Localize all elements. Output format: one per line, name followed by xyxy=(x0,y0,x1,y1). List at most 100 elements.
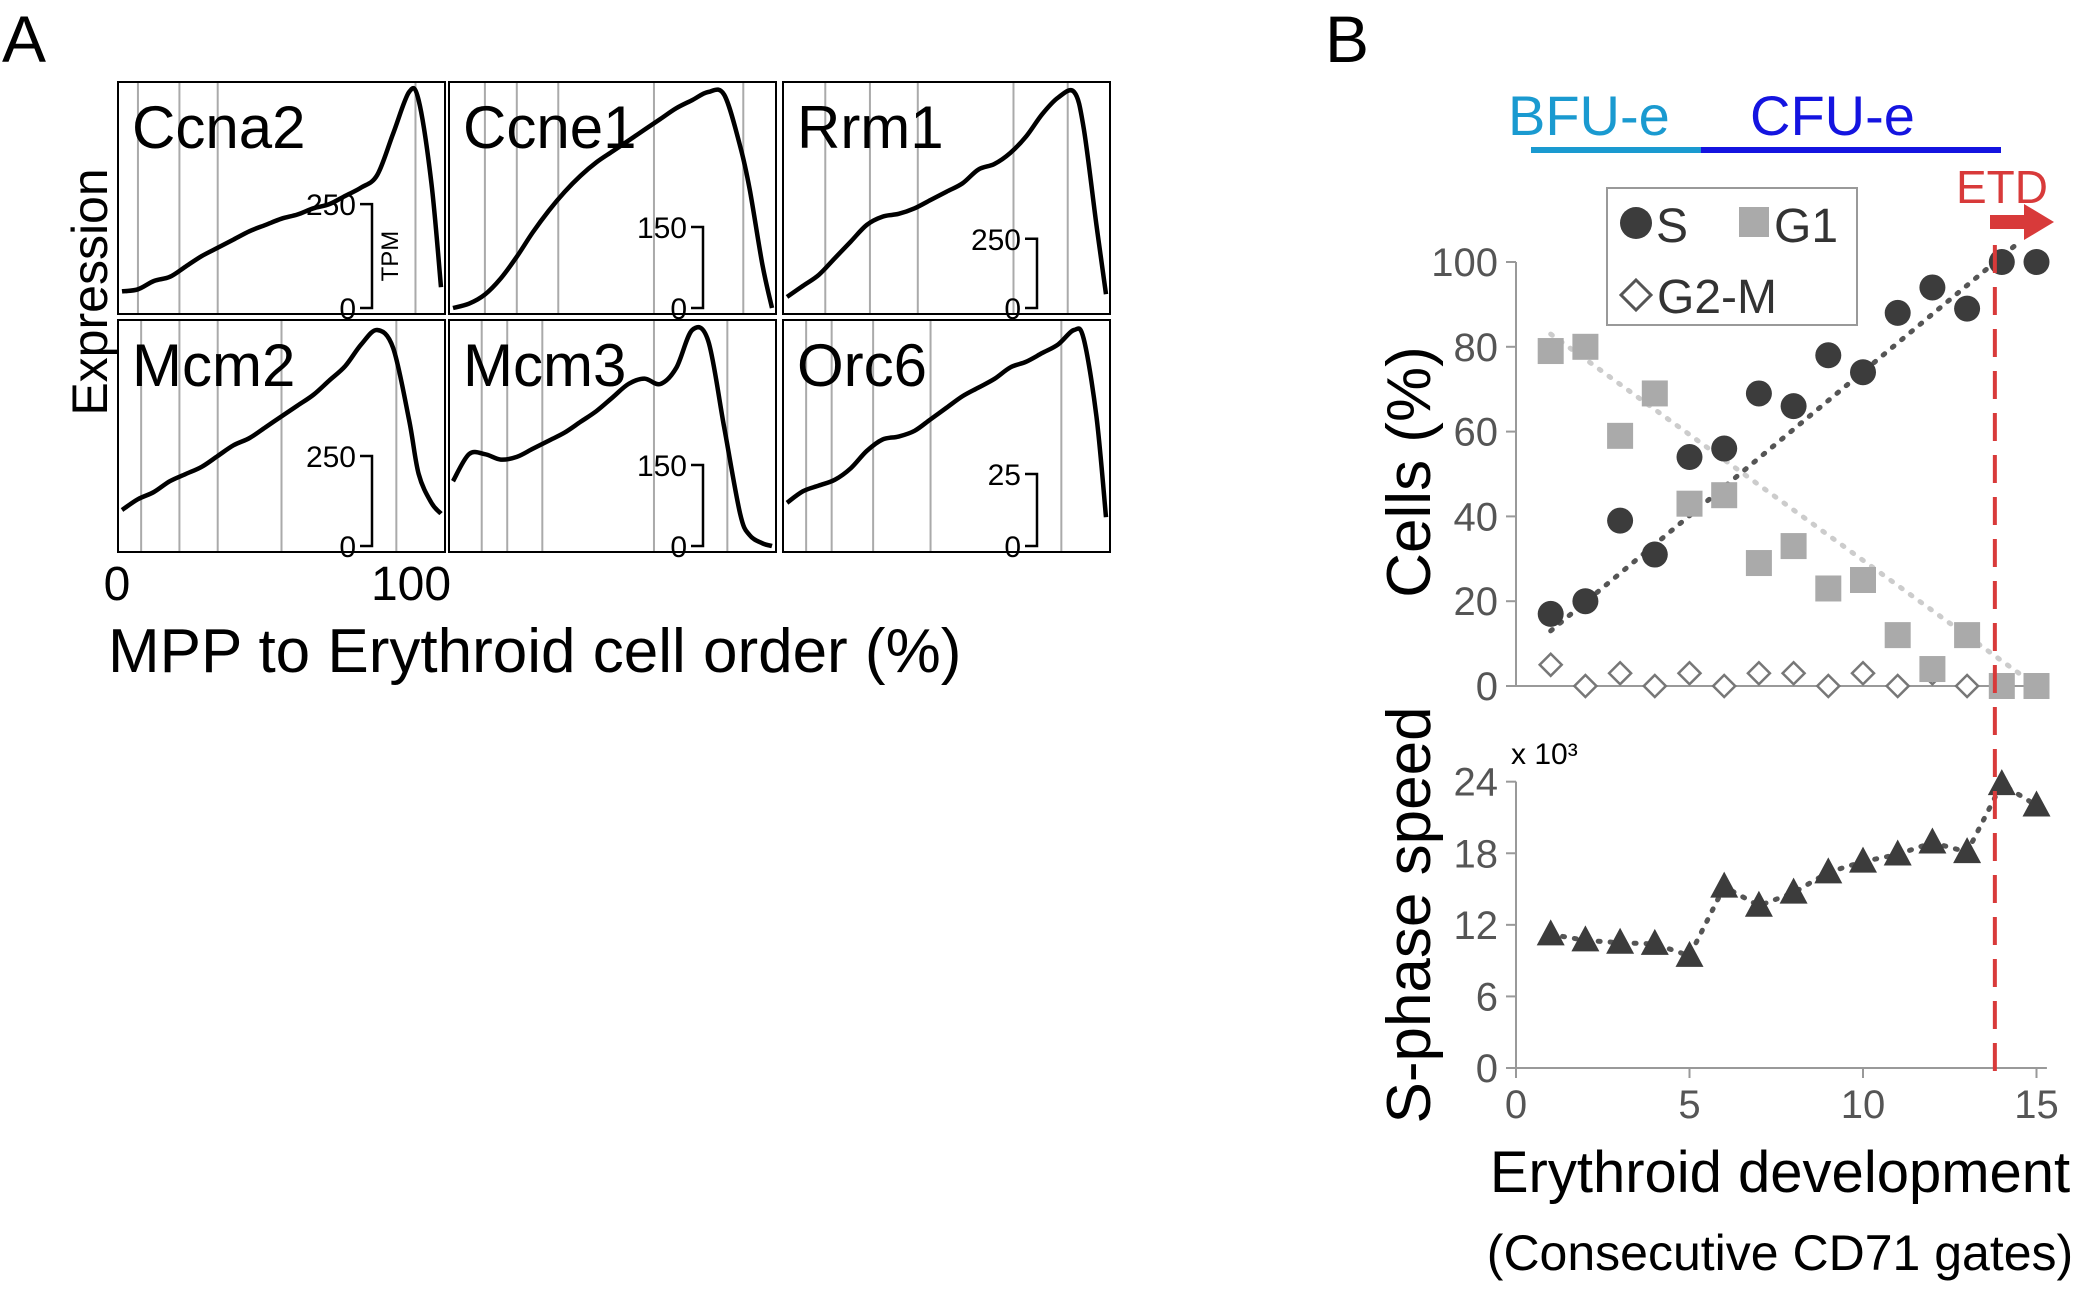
cells-y-tick-label: 40 xyxy=(1454,495,1499,539)
s-point xyxy=(2023,249,2050,275)
speed-x-tick-label: 0 xyxy=(1505,1083,1527,1127)
s-point xyxy=(1988,249,2015,275)
speed-y-tick-label: 6 xyxy=(1476,975,1498,1019)
s-point xyxy=(1641,541,1668,568)
gene-label: Mcm3 xyxy=(463,332,626,399)
speed-y-tick-label: 24 xyxy=(1454,761,1499,805)
panel-frame xyxy=(448,319,777,553)
s-point xyxy=(1537,600,1564,627)
speed-x-tick-label: 15 xyxy=(2014,1083,2059,1127)
legend-marker-g1 xyxy=(1739,207,1769,237)
g1-point xyxy=(1780,533,1807,560)
cells-y-tick-label: 20 xyxy=(1454,580,1499,624)
scale-tick-label: 150 xyxy=(637,450,687,483)
panel-frame xyxy=(117,81,446,315)
s-point xyxy=(1572,588,1599,615)
g2m-point xyxy=(1676,660,1703,687)
scale-tick-label: 0 xyxy=(339,531,356,564)
expression-line xyxy=(785,326,1109,518)
s-point xyxy=(1919,274,1946,301)
cells-percent-plot: 0 20 40 60 80 100 xyxy=(1431,241,2050,709)
tpm-unit-label: TPM xyxy=(377,231,404,282)
s-point xyxy=(1780,393,1807,420)
scale-tick-label: 250 xyxy=(971,224,1021,257)
legend: S G1 G2-M xyxy=(1606,187,1858,326)
scale-tick-label: 0 xyxy=(1004,531,1021,564)
g1-point xyxy=(1641,380,1668,407)
scale-tick-label: 150 xyxy=(637,212,687,245)
etd-arrow xyxy=(1990,204,2054,240)
g2m-point xyxy=(1537,652,1564,678)
panel-frame xyxy=(117,319,446,553)
scale-bracket xyxy=(691,463,705,548)
speed-point xyxy=(1606,927,1635,954)
speed-point xyxy=(1779,877,1808,904)
gene-label: Ccne1 xyxy=(463,94,636,161)
legend-box xyxy=(1606,187,1858,326)
gene-label: Rrm1 xyxy=(797,94,944,161)
speed-point xyxy=(1536,919,1565,946)
expression-line xyxy=(120,327,443,516)
scale-bracket xyxy=(1025,472,1039,548)
stage-label-cfu-e: CFU-e xyxy=(1750,84,1915,147)
s-point xyxy=(1745,380,1772,407)
cells-y-tick-label: 100 xyxy=(1431,241,1498,285)
gene-label: Ccna2 xyxy=(132,94,305,161)
stage-label-bfu-e: BFU-e xyxy=(1508,84,1670,147)
cells-y-tick-label: 0 xyxy=(1476,665,1498,709)
scale-tick-label: 25 xyxy=(988,459,1021,492)
legend-marker-s xyxy=(1620,207,1652,239)
speed-y-axis-label: S-phase speed xyxy=(1375,706,1444,1123)
g1-point xyxy=(1850,567,1876,593)
g2m-point xyxy=(1642,673,1668,699)
g2m-point xyxy=(1572,673,1599,699)
g1-point xyxy=(1919,656,1946,683)
expression-panel-ccne1: Ccne1 150 0 xyxy=(448,81,777,326)
g1-point xyxy=(1607,422,1634,449)
stage-bar-bfu-e xyxy=(1531,147,1701,153)
g2m-point xyxy=(1850,660,1876,687)
g1-point xyxy=(1815,575,1842,602)
panel-b-letter: B xyxy=(1325,2,1369,76)
g1-point xyxy=(1954,622,1981,649)
panel-b-x-axis-label: Erythroid development xyxy=(1490,1140,2070,1205)
g1-point xyxy=(2023,673,2050,699)
s-point xyxy=(1607,507,1634,534)
scale-tick-label: 0 xyxy=(670,531,687,564)
s-point xyxy=(1954,295,1981,322)
cells-y-tick-label: 80 xyxy=(1454,326,1499,370)
legend-label-s: S xyxy=(1656,200,1688,253)
legend-label-g1: G1 xyxy=(1774,200,1838,253)
cells-y-tick-label: 60 xyxy=(1454,411,1499,455)
gene-label: Mcm2 xyxy=(132,332,295,399)
trend-line-g1 xyxy=(1548,331,2039,689)
speed-line xyxy=(1548,780,2039,959)
s-point xyxy=(1850,359,1876,386)
s-point xyxy=(1711,435,1738,462)
scale-bracket xyxy=(1025,237,1039,310)
panel-a-x-axis-label: MPP to Erythroid cell order (%) xyxy=(108,617,961,686)
scale-tick-label: 0 xyxy=(339,293,356,326)
expression-line xyxy=(452,87,775,311)
scale-bracket xyxy=(691,225,705,310)
g2m-point xyxy=(1711,673,1737,699)
scale-tick-label: 250 xyxy=(306,189,356,222)
cells-y-axis-label: Cells (%) xyxy=(1375,346,1444,597)
speed-y-tick-label: 0 xyxy=(1476,1047,1498,1091)
speed-point xyxy=(1744,890,1773,917)
scale-bracket xyxy=(360,454,374,548)
speed-point xyxy=(1675,940,1704,967)
g1-point xyxy=(1745,550,1772,577)
g1-point xyxy=(1572,333,1599,360)
panel-a-x-tick-0: 0 xyxy=(104,558,131,611)
g1-point xyxy=(1537,338,1564,365)
speed-multiplier: x 10³ xyxy=(1511,738,1578,771)
speed-y-tick-label: 18 xyxy=(1454,832,1499,876)
scale-tick-label: 0 xyxy=(670,293,687,326)
panel-a-y-axis-label: Expression xyxy=(62,168,118,415)
